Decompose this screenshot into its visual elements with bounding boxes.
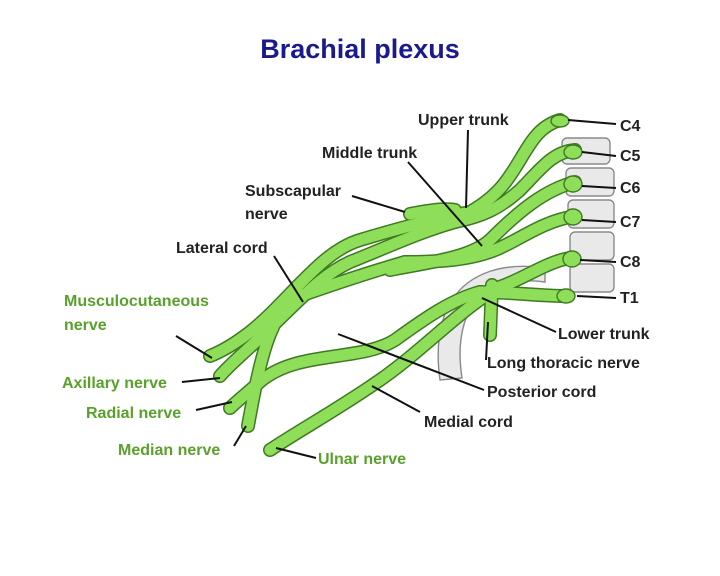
leader-lines <box>175 119 617 459</box>
root-c8 <box>562 250 582 268</box>
label-median-nerve: Median nerve <box>118 442 220 459</box>
root-c5 <box>563 144 583 160</box>
label-c5: C5 <box>620 148 641 165</box>
label-radial-nerve: Radial nerve <box>86 405 181 422</box>
label-c4: C4 <box>620 118 641 135</box>
label-musculocutaneous-line1: Musculocutaneous <box>64 293 209 310</box>
root-c4 <box>550 114 570 128</box>
plexus-nerves <box>203 113 583 457</box>
label-musculocutaneous-line2: nerve <box>64 317 107 334</box>
label-long-thoracic-nerve: Long thoracic nerve <box>487 355 640 372</box>
label-c8: C8 <box>620 254 641 271</box>
label-t1: T1 <box>620 290 639 307</box>
page-title: Brachial plexus <box>260 34 460 64</box>
root-c6 <box>563 175 583 193</box>
label-medial-cord: Medial cord <box>424 414 513 431</box>
vertebra-t1 <box>569 263 615 293</box>
label-subscapular-line1: Subscapular <box>245 183 341 200</box>
root-c7 <box>563 208 583 226</box>
label-posterior-cord: Posterior cord <box>487 384 596 401</box>
label-c7: C7 <box>620 214 641 231</box>
label-subscapular-line2: nerve <box>245 206 288 223</box>
label-lateral-cord: Lateral cord <box>176 240 268 257</box>
label-ulnar-nerve: Ulnar nerve <box>318 451 406 468</box>
label-lower-trunk: Lower trunk <box>558 326 650 343</box>
label-c6: C6 <box>620 180 641 197</box>
label-upper-trunk: Upper trunk <box>418 112 509 129</box>
root-t1 <box>556 288 576 304</box>
label-middle-trunk: Middle trunk <box>322 145 417 162</box>
label-axillary-nerve: Axillary nerve <box>62 375 167 392</box>
